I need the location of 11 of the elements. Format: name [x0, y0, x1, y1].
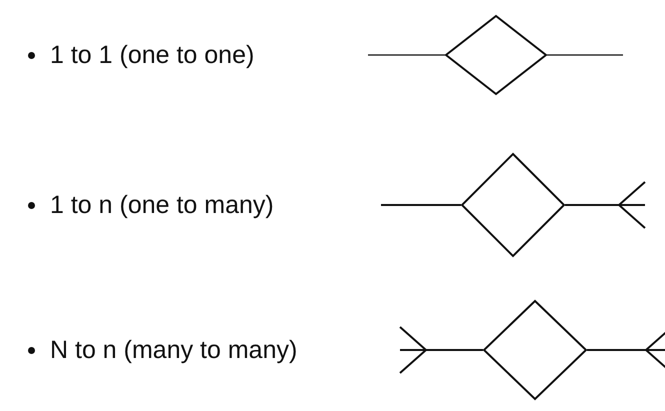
crows-foot-line: [399, 326, 483, 374]
crows-foot-line: [565, 181, 646, 229]
relationship-diamond: [483, 300, 587, 400]
relationship-diamond: [445, 15, 547, 95]
connector-line: [547, 54, 623, 56]
bullet-text: N to n (many to many): [50, 335, 298, 365]
connector-line: [381, 204, 461, 206]
bullet-text: 1 to 1 (one to one): [50, 40, 254, 70]
bullet-text: 1 to n (one to many): [50, 190, 274, 220]
relationship-diamond: [461, 153, 565, 257]
connector-line: [368, 54, 445, 56]
